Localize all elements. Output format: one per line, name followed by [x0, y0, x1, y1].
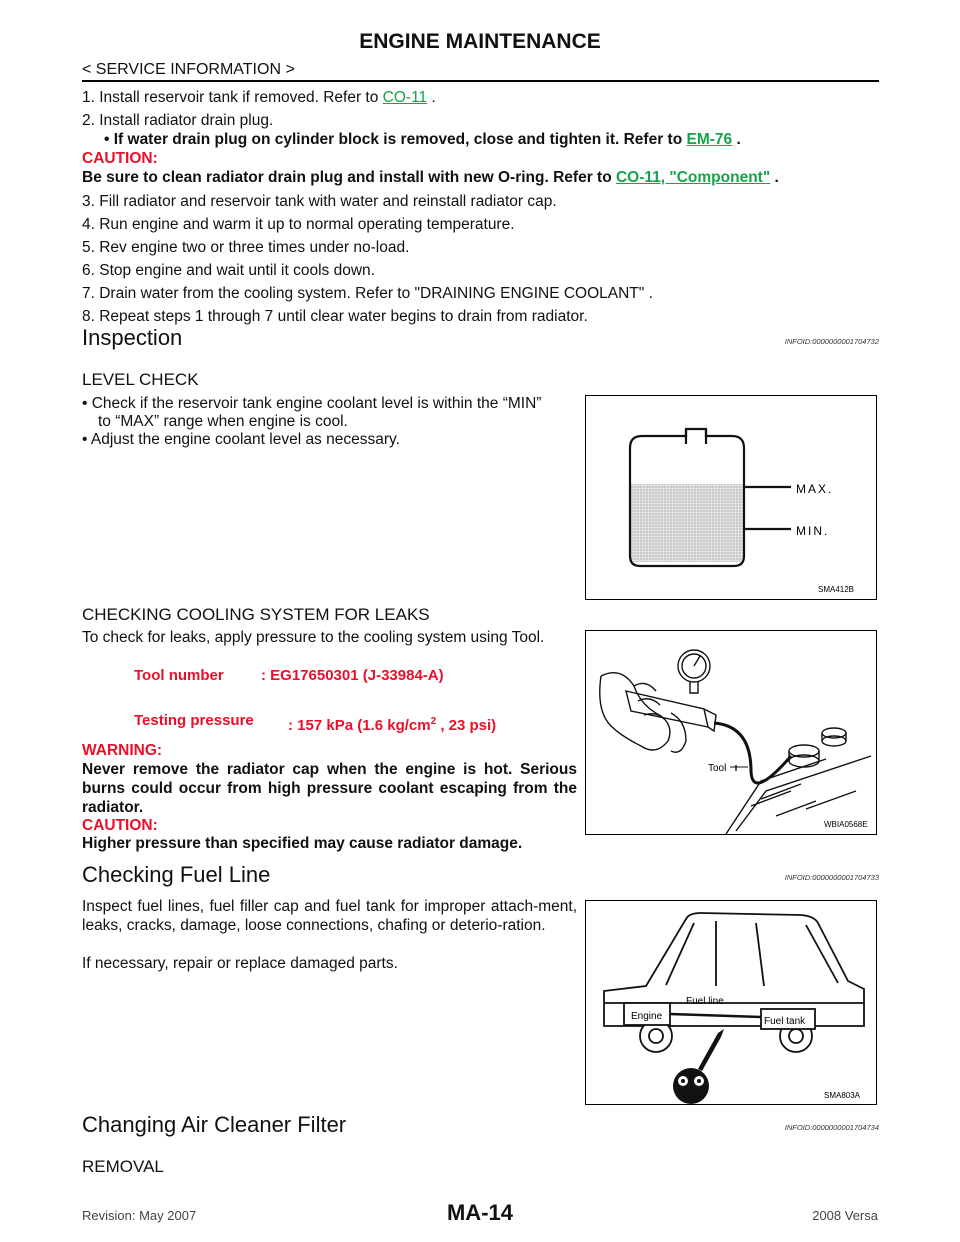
- breadcrumb: < SERVICE INFORMATION >: [82, 61, 295, 78]
- warning-label: WARNING:: [82, 742, 163, 759]
- step-3: 3. Fill radiator and reservoir tank with…: [82, 193, 557, 210]
- pressure-tester-illustration: Tool WBIA0568E: [599, 649, 872, 835]
- caution-label-2: CAUTION:: [82, 817, 158, 834]
- leaks-heading: CHECKING COOLING SYSTEM FOR LEAKS: [82, 605, 430, 624]
- step-1: 1. Install reservoir tank if removed. Re…: [82, 89, 436, 106]
- leaks-text: To check for leaks, apply pressure to th…: [82, 629, 545, 646]
- fuel-line-infoid: INFOID:0000000001704733: [784, 873, 879, 882]
- tool-label: Tool: [708, 763, 726, 774]
- fuel-tank-label: Fuel tank: [764, 1016, 806, 1027]
- page-number: MA-14: [446, 1200, 513, 1225]
- fuel-line-text: Inspect fuel lines, fuel filler cap and …: [82, 898, 577, 934]
- testing-pressure-value: : 157 kPa (1.6 kg/cm2 , 23 psi): [288, 716, 497, 734]
- removal-heading: REMOVAL: [82, 1157, 164, 1176]
- step-7: 7. Drain water from the cooling system. …: [82, 285, 653, 302]
- page-title: ENGINE MAINTENANCE: [359, 30, 601, 53]
- reservoir-tank-figure: MAX. MIN. SMA412B: [585, 395, 877, 600]
- step-4: 4. Run engine and warm it up to normal o…: [82, 216, 515, 233]
- em-76-link[interactable]: EM-76: [686, 131, 733, 148]
- caution-text-2: Higher pressure than specified may cause…: [82, 835, 523, 852]
- step-2: 2. Install radiator drain plug.: [82, 112, 274, 129]
- level-bullet-2: • Adjust the engine coolant level as nec…: [82, 431, 400, 448]
- air-cleaner-infoid: INFOID:0000000001704734: [784, 1123, 879, 1132]
- figure-code: WBIA0568E: [824, 820, 868, 829]
- figure-code: SMA412B: [818, 585, 854, 594]
- header-divider: [82, 80, 879, 82]
- caution-label-1: CAUTION:: [82, 150, 158, 167]
- fuel-line-text-2: If necessary, repair or replace damaged …: [82, 955, 398, 972]
- air-cleaner-heading: Changing Air Cleaner Filter: [82, 1112, 347, 1137]
- inspection-infoid: INFOID:0000000001704732: [784, 337, 879, 346]
- co-11-component-link[interactable]: CO-11, "Component": [615, 169, 771, 186]
- reservoir-tank-illustration: MAX. MIN. SMA412B: [628, 427, 854, 594]
- engine-label: Engine: [631, 1011, 663, 1022]
- testing-pressure-label: Testing pressure: [134, 712, 254, 729]
- caution-text-1: Be sure to clean radiator drain plug and…: [82, 169, 779, 186]
- level-bullet-1: • Check if the reservoir tank engine coo…: [82, 395, 542, 412]
- max-label: MAX.: [796, 482, 833, 496]
- min-label: MIN.: [796, 524, 829, 538]
- co-11-link[interactable]: CO-11: [382, 89, 428, 106]
- level-bullet-1-cont: to “MAX” range when engine is cool.: [98, 413, 348, 430]
- footer-model: 2008 Versa: [812, 1208, 878, 1223]
- warning-text: Never remove the radiator cap when the e…: [82, 761, 577, 816]
- step-6: 6. Stop engine and wait until it cools d…: [82, 262, 375, 279]
- fuel-line-label: Fuel line: [686, 996, 724, 1007]
- level-check-heading: LEVEL CHECK: [82, 370, 199, 389]
- step-8: 8. Repeat steps 1 through 7 until clear …: [82, 308, 588, 325]
- fuel-line-figure: Engine Fuel line Fuel tank SMA803A: [585, 900, 877, 1105]
- tool-number-value: : EG17650301 (J-33984-A): [261, 667, 444, 684]
- figure-code: SMA803A: [824, 1091, 861, 1100]
- step-2-bullet: • If water drain plug on cylinder block …: [104, 131, 741, 148]
- pressure-tester-figure: Tool WBIA0568E: [585, 630, 877, 835]
- step-5: 5. Rev engine two or three times under n…: [82, 239, 410, 256]
- fuel-line-illustration: Engine Fuel line Fuel tank SMA803A: [603, 912, 865, 1104]
- tool-number-label: Tool number: [134, 667, 224, 684]
- footer-revision: Revision: May 2007: [82, 1208, 197, 1223]
- fuel-line-heading: Checking Fuel Line: [82, 862, 271, 887]
- inspection-heading: Inspection: [82, 325, 183, 350]
